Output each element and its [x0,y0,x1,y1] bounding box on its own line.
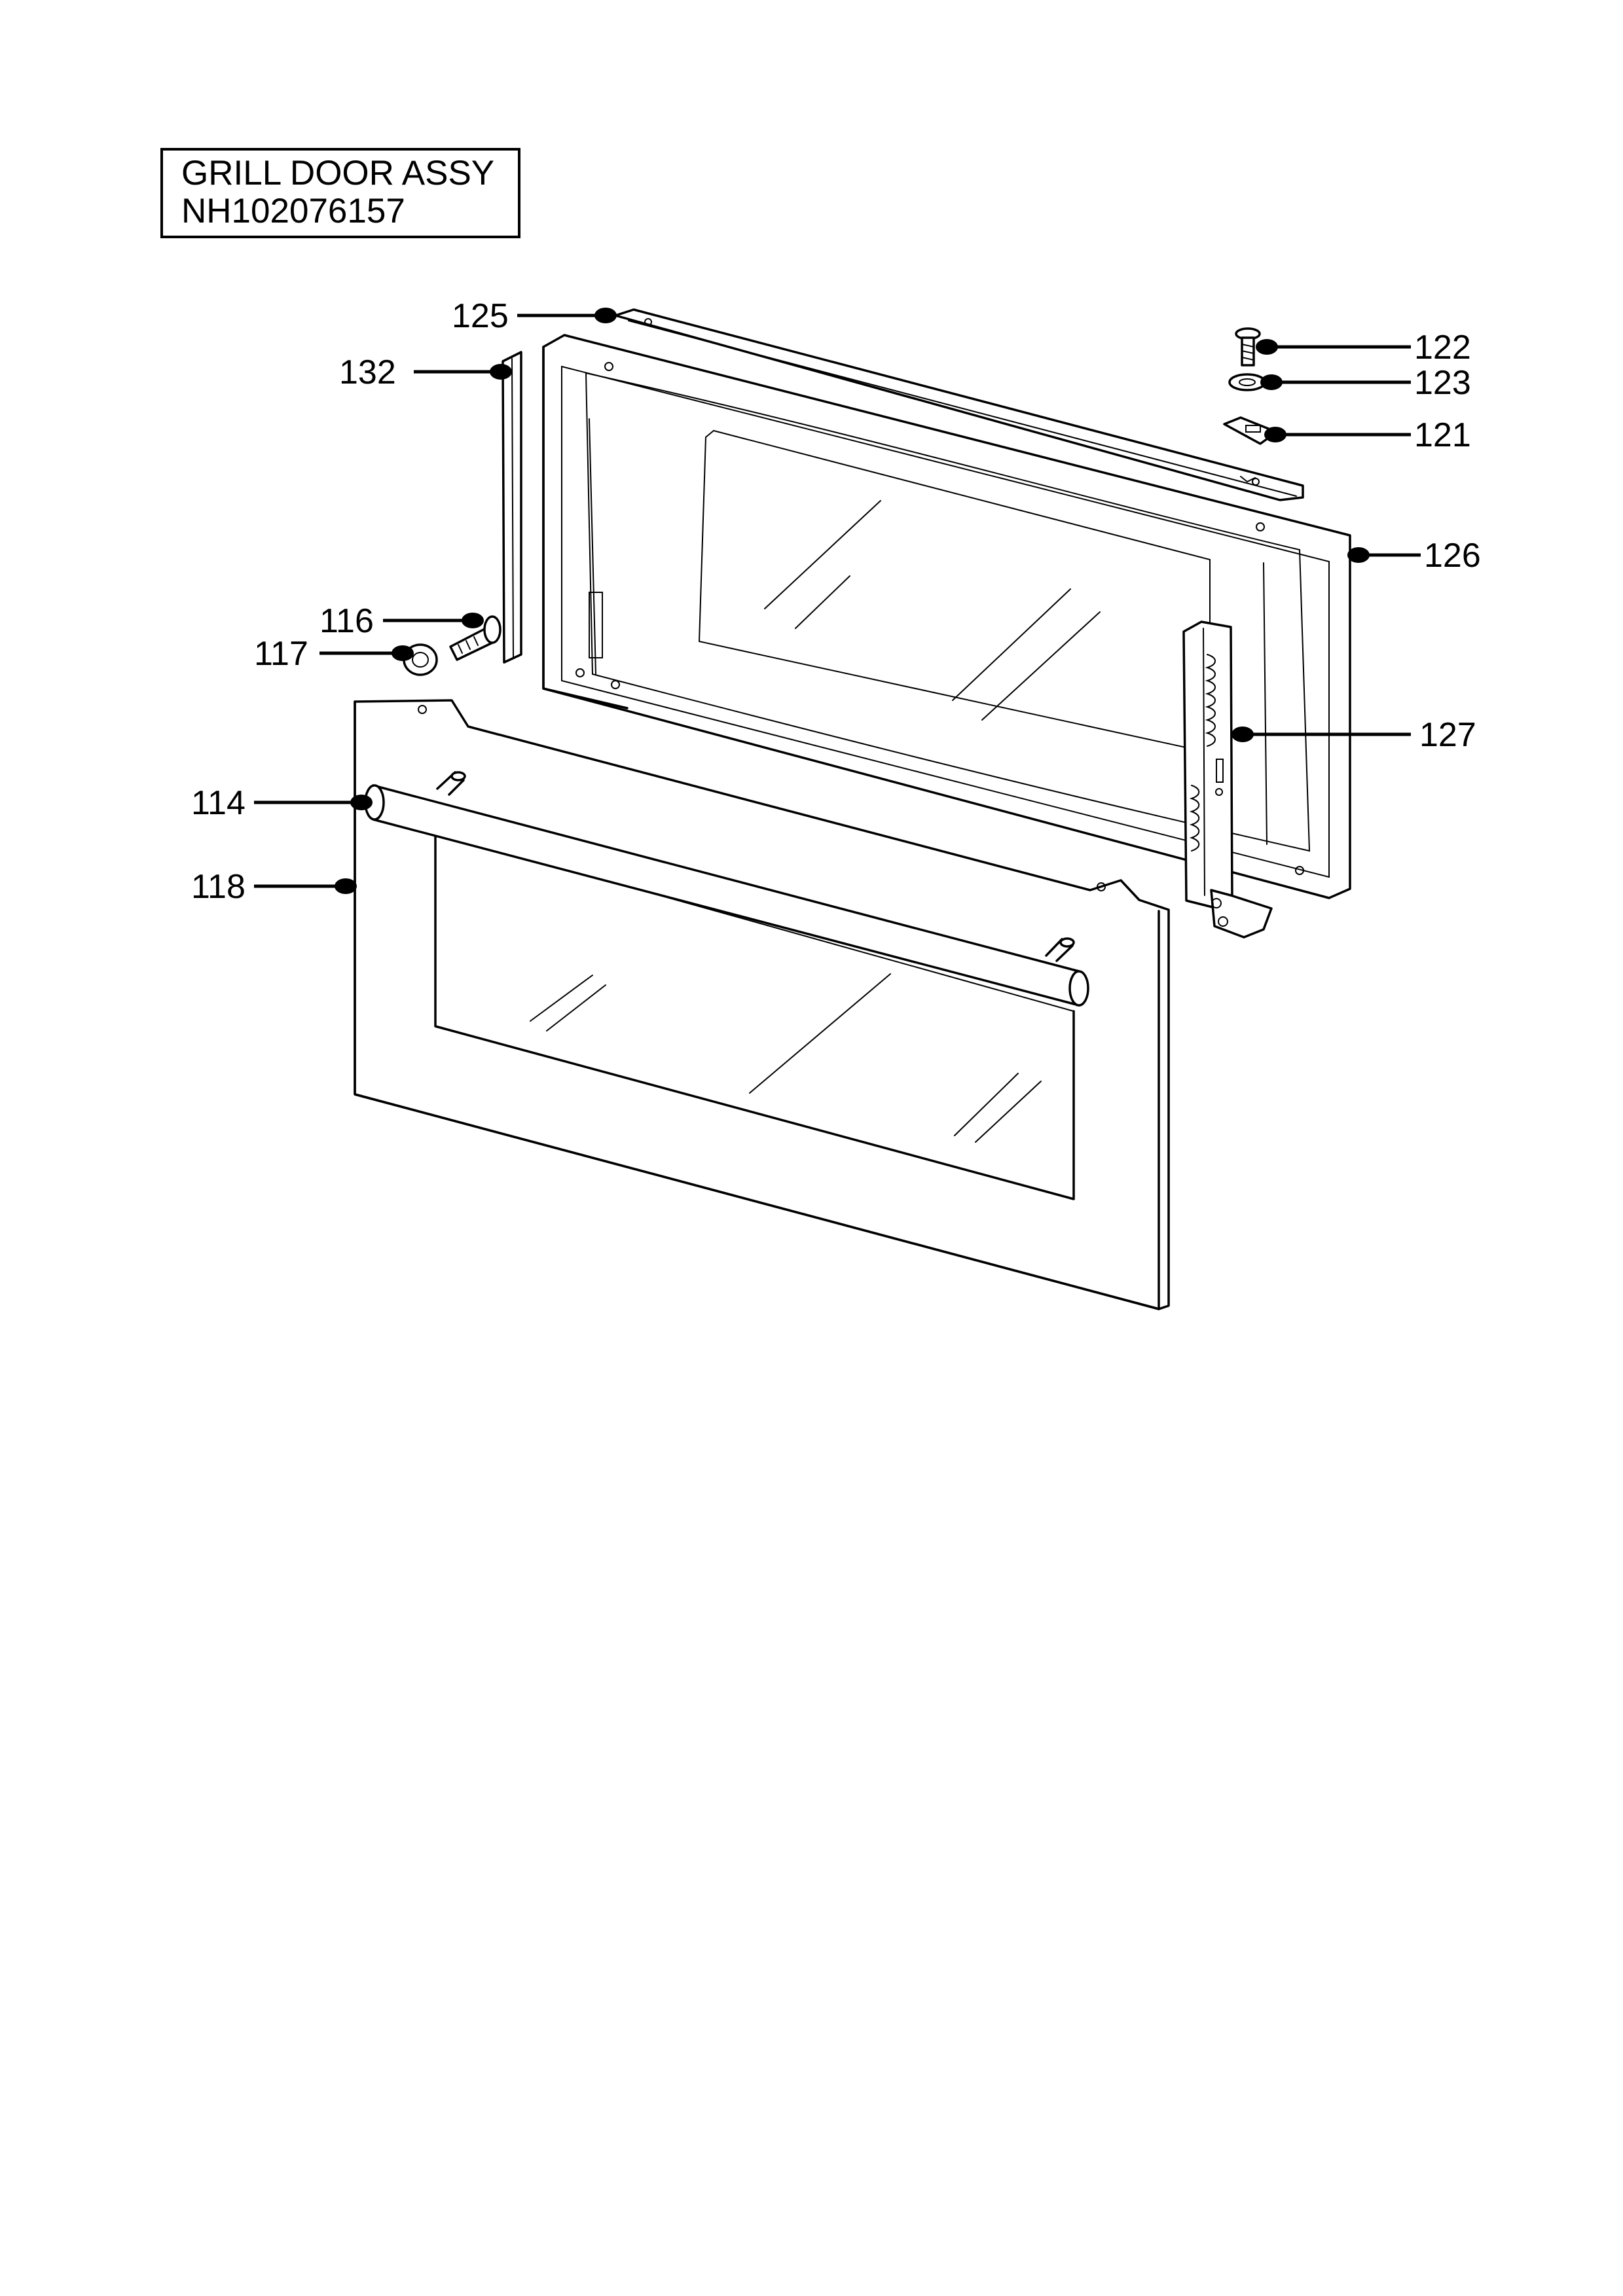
callout-116: 116 [319,602,484,640]
callout-125: 125 [452,297,617,335]
diagram-title-box: GRILL DOOR ASSY NH102076157 [160,148,520,238]
svg-text:116: 116 [319,602,374,640]
part-132-side-strip [501,351,522,664]
svg-text:132: 132 [339,353,396,391]
callout-127: 127 [1231,716,1476,754]
callout-117: 117 [254,635,414,673]
callout-118: 118 [191,868,357,906]
svg-text:122: 122 [1414,329,1471,367]
svg-text:127: 127 [1419,716,1476,754]
callout-114: 114 [191,784,373,822]
part-116-bolt [449,615,501,661]
part-114-handle [364,771,1089,1007]
callout-122: 122 [1256,329,1471,367]
part-123-washer [1228,373,1266,391]
svg-text:121: 121 [1414,416,1471,454]
svg-text:126: 126 [1424,537,1481,575]
assembly-name: GRILL DOOR ASSY [181,154,495,192]
callout-121: 121 [1264,416,1471,454]
part-127-hinge [1182,620,1273,939]
svg-text:118: 118 [191,868,246,906]
callout-123: 123 [1260,364,1471,402]
svg-text:114: 114 [191,784,246,822]
callout-132: 132 [339,353,512,391]
svg-text:125: 125 [452,297,509,335]
svg-text:117: 117 [254,635,308,673]
svg-text:123: 123 [1414,364,1471,402]
callout-126: 126 [1347,537,1481,575]
part-125-top-strip [614,308,1304,501]
part-number: NH102076157 [181,192,405,230]
part-122-screw [1235,327,1261,367]
